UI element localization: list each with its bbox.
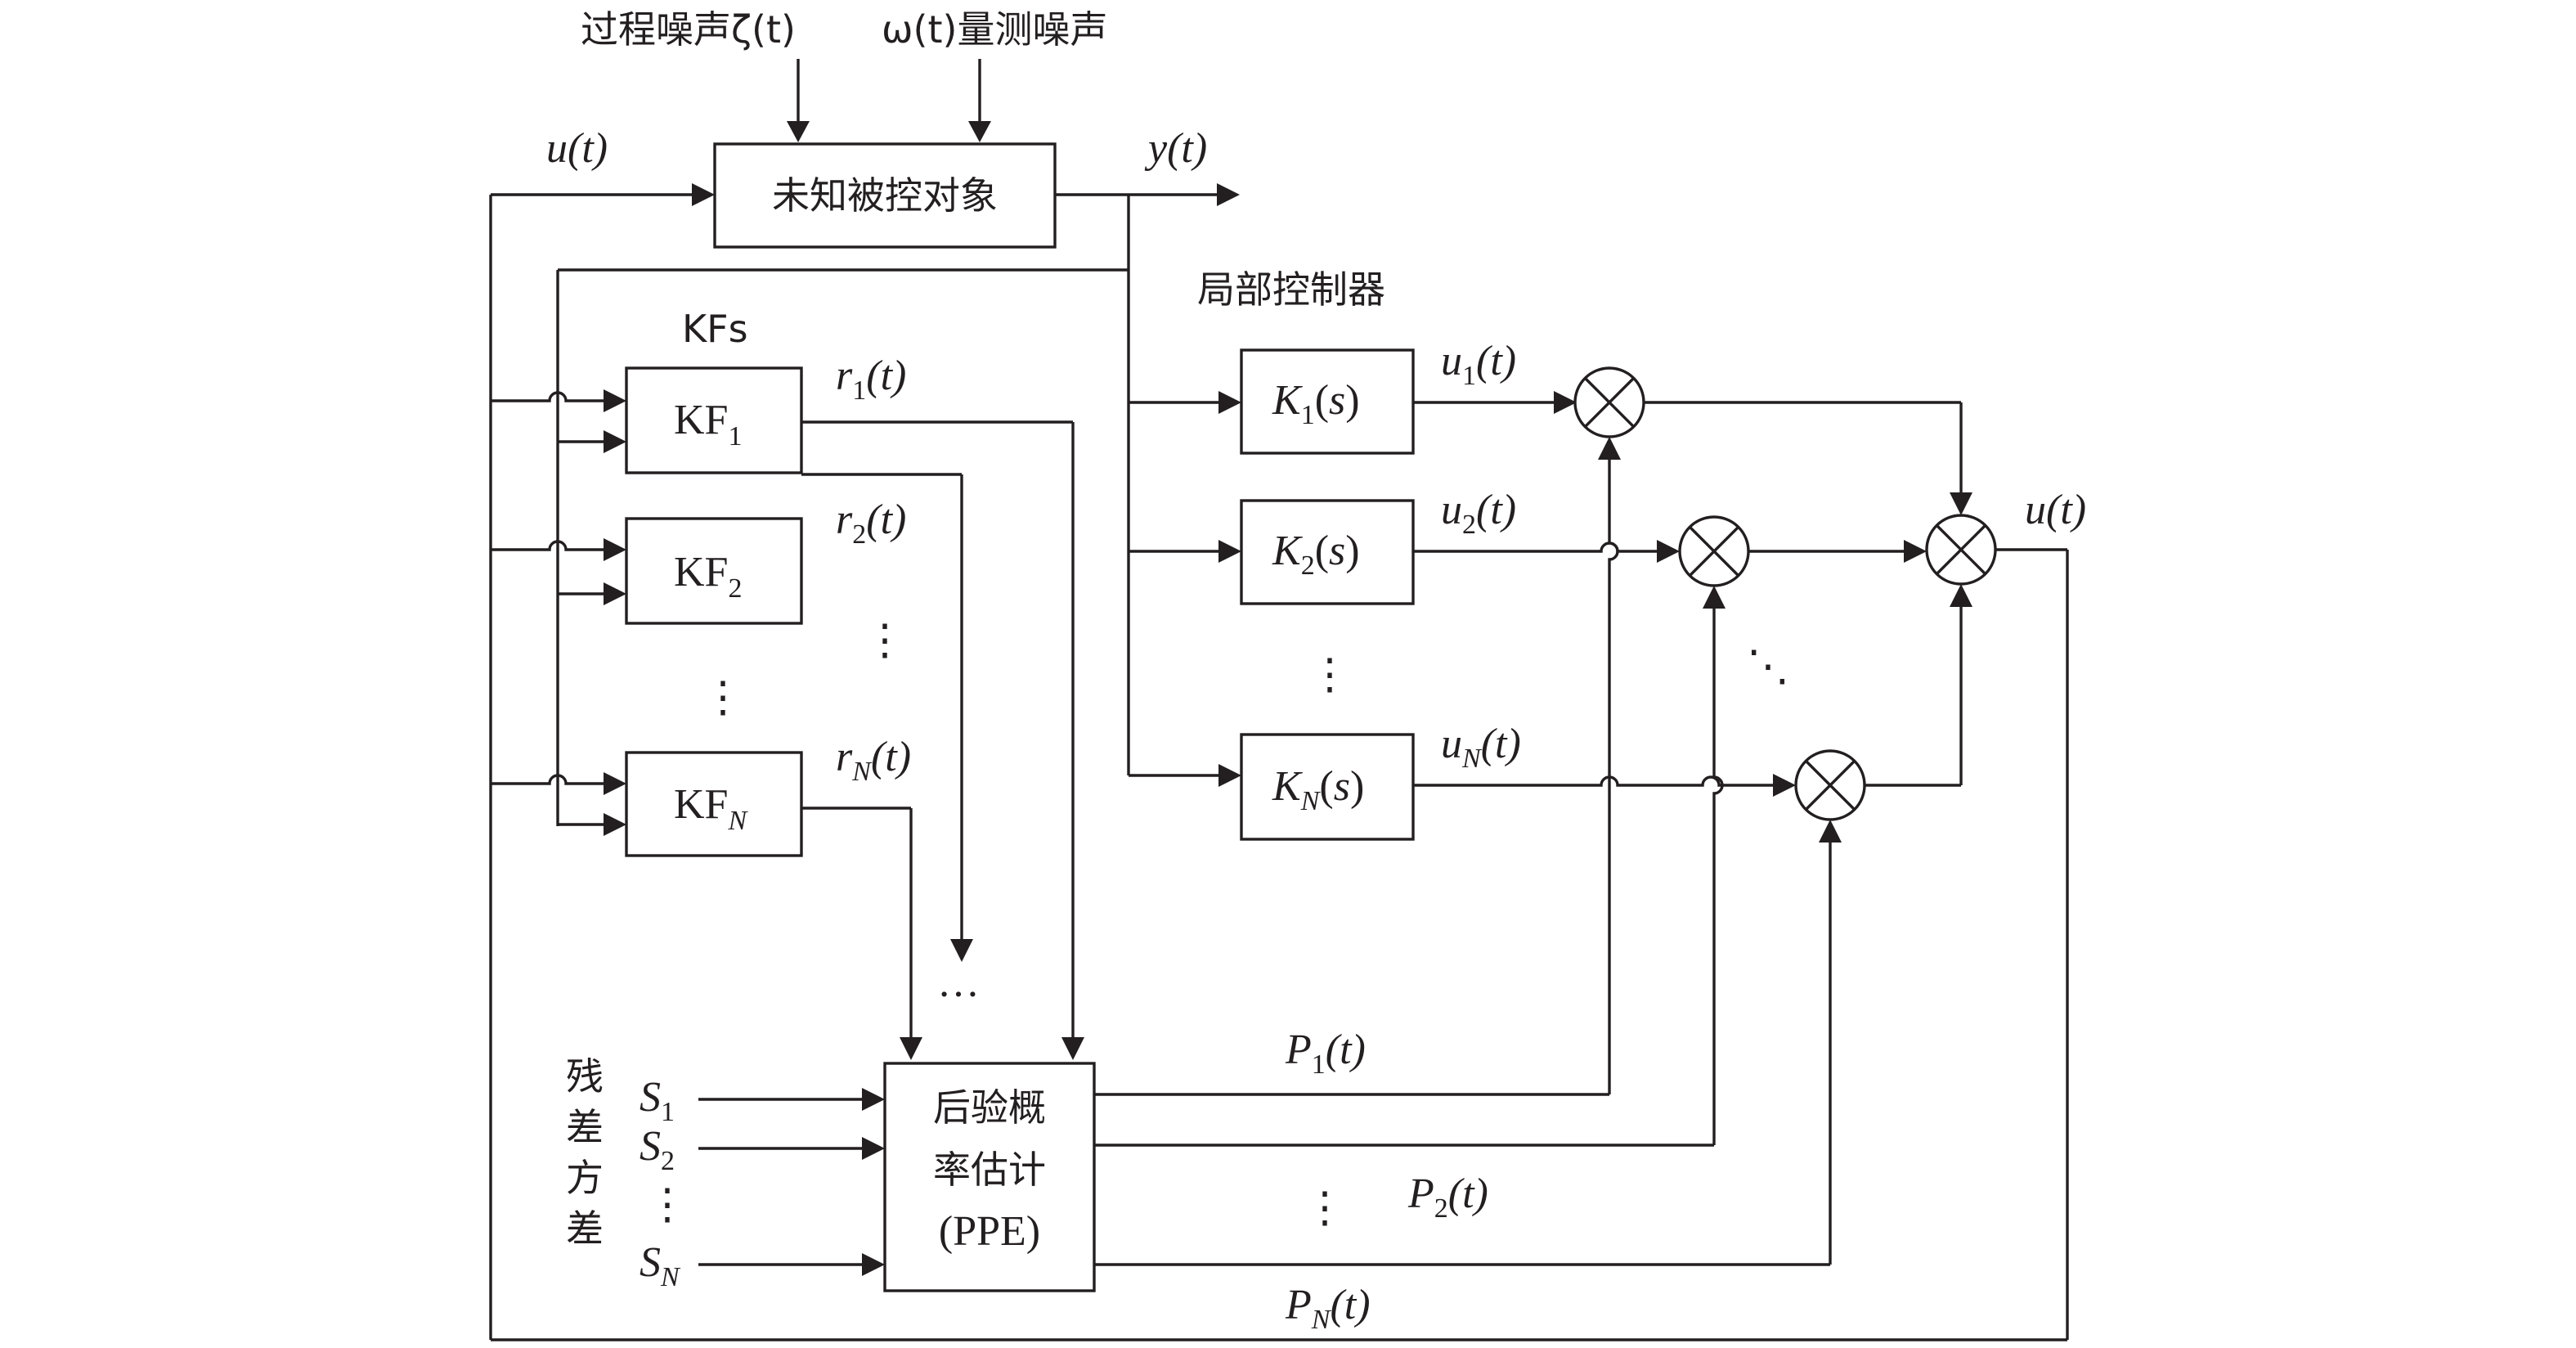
ppe-label-line3: (PPE) — [939, 1208, 1040, 1255]
u2-label: u2(t) — [1441, 487, 1516, 540]
r1-arrowhead — [1061, 1037, 1084, 1060]
multiplier-ellipsis: ⋱ — [1747, 644, 1789, 690]
mN-to-sum-arrowhead — [1950, 584, 1972, 607]
kf1-block — [625, 366, 803, 474]
ppe-label-line2: 率估计 — [933, 1148, 1046, 1192]
controller-ellipsis: ⋮ — [1308, 652, 1351, 699]
k2-input-arrowhead — [1218, 540, 1241, 563]
residual-variance-char-3: 方 — [566, 1156, 604, 1200]
r1-label: r1(t) — [836, 353, 906, 406]
final-output-label: u(t) — [2025, 487, 2086, 533]
multiplier-2 — [1678, 515, 1750, 587]
plant-output-label: y(t) — [1144, 125, 1207, 172]
kfN-input-y-arrowhead — [604, 813, 626, 836]
ppe-label-line1: 后验概 — [933, 1085, 1046, 1130]
s-ellipsis: ⋮ — [646, 1182, 689, 1229]
kf2-block — [625, 517, 803, 625]
kf-ellipsis: ⋮ — [702, 675, 744, 721]
control-input-label: u(t) — [546, 125, 608, 172]
control-input-arrowhead — [692, 183, 715, 206]
kfN-input-u-arrowhead — [604, 772, 626, 795]
summing-multiplier — [1925, 514, 1997, 586]
P1-arrowhead — [1598, 437, 1621, 460]
kfN-block — [625, 751, 803, 857]
uN-label: uN(t) — [1441, 721, 1521, 774]
k1-label: K1(s) — [1272, 377, 1360, 430]
r-ellipsis: ⋮ — [864, 618, 906, 664]
P-ellipsis: ⋮ — [1304, 1185, 1346, 1232]
residual-ellipsis-h: … — [937, 959, 980, 1006]
PN-arrowhead — [1819, 820, 1842, 842]
controllers-group-label: 局部控制器 — [1197, 267, 1385, 312]
s2-arrowhead — [862, 1137, 885, 1160]
m2-to-sum-arrowhead — [1904, 540, 1927, 563]
multiplier-1 — [1573, 366, 1645, 438]
P2-label: P2(t) — [1407, 1171, 1488, 1224]
P1-label: P1(t) — [1285, 1027, 1366, 1080]
P2-line-v — [1712, 609, 1724, 1145]
u1-arrowhead — [1554, 391, 1577, 414]
measurement-noise-arrowhead — [968, 121, 991, 142]
PN-label: PN(t) — [1285, 1282, 1371, 1335]
kf1-second-output-arrowhead — [950, 939, 973, 962]
residual-variance-char-1: 残 — [566, 1054, 604, 1099]
kN-block — [1240, 733, 1415, 841]
k2-label: K2(s) — [1272, 528, 1360, 581]
kfs-group-label: KFs — [682, 307, 748, 351]
u1-label: u1(t) — [1441, 338, 1516, 391]
rN-label: rN(t) — [836, 734, 911, 787]
P1-line-v — [1608, 460, 1619, 1094]
kN-input-arrowhead — [1218, 764, 1241, 787]
sN-arrowhead — [862, 1253, 885, 1276]
kfN-input-u-line — [491, 774, 604, 785]
plant-output-arrowhead — [1217, 183, 1240, 206]
k2-block — [1240, 499, 1415, 605]
r2-label: r2(t) — [836, 497, 906, 550]
residual-variance-char-2: 差 — [566, 1105, 604, 1149]
u2-line — [1413, 541, 1657, 553]
kf1-input-u-arrowhead — [604, 389, 626, 412]
kf1-input-y-arrowhead — [604, 430, 626, 453]
ppe-block — [883, 1062, 1096, 1292]
residual-variance-char-4: 差 — [566, 1206, 604, 1251]
kf2-label: KF2 — [674, 549, 742, 604]
measurement-noise-label: ω(t)量测噪声 — [882, 7, 1107, 52]
kf1-input-u-line — [491, 391, 604, 402]
k1-input-arrowhead — [1218, 391, 1241, 414]
s2-label: S2 — [640, 1123, 675, 1176]
plant-label: 未知被控对象 — [772, 173, 998, 218]
P2-arrowhead — [1703, 586, 1726, 609]
plant-block — [713, 142, 1057, 249]
process-noise-arrowhead — [787, 121, 810, 142]
process-noise-label: 过程噪声ζ(t) — [581, 7, 796, 52]
u2-arrowhead — [1657, 540, 1680, 563]
s1-label: S1 — [640, 1074, 675, 1127]
m1-to-sum-arrowhead — [1950, 492, 1972, 515]
sN-label: SN — [640, 1239, 681, 1292]
uN-line — [1413, 775, 1773, 787]
kf2-input-u-arrowhead — [604, 538, 626, 561]
multiplier-N — [1794, 749, 1866, 821]
s1-arrowhead — [862, 1088, 885, 1111]
kf2-input-y-arrowhead — [604, 582, 626, 605]
uN-arrowhead — [1773, 774, 1796, 797]
kf2-input-u-line — [491, 540, 604, 551]
rN-arrowhead — [900, 1037, 922, 1060]
